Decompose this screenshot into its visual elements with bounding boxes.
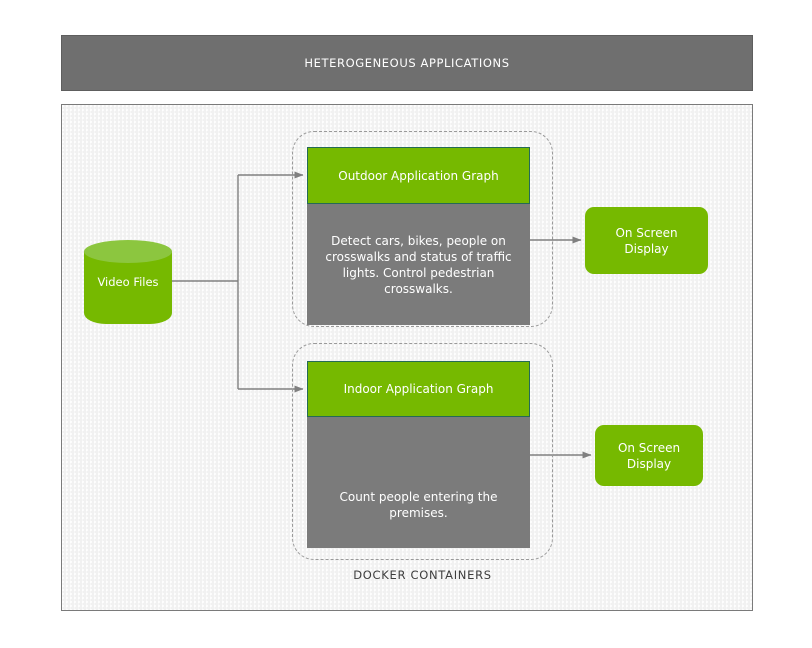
osd-outdoor-line1: On Screen	[615, 225, 678, 240]
cylinder-top-shape	[84, 240, 172, 263]
outdoor-application-title: Outdoor Application Graph	[338, 168, 499, 183]
outdoor-application-node[interactable]: Outdoor Application Graph Detect cars, b…	[307, 147, 530, 325]
indoor-application-node[interactable]: Indoor Application Graph Count people en…	[307, 361, 530, 548]
indoor-application-title-bar: Indoor Application Graph	[307, 361, 530, 417]
indoor-application-title: Indoor Application Graph	[343, 382, 494, 396]
osd-outdoor-line2: Display	[624, 241, 669, 256]
page-title: HETEROGENEOUS APPLICATIONS	[304, 56, 510, 70]
indoor-application-body: Count people entering the premises.	[307, 417, 530, 548]
outdoor-application-title-bar: Outdoor Application Graph	[307, 147, 530, 204]
outdoor-application-body: Detect cars, bikes, people on crosswalks…	[307, 204, 530, 325]
video-files-label: Video Files	[97, 274, 159, 289]
docker-container-outdoor	[292, 131, 553, 327]
video-files-node[interactable]: Video Files	[84, 240, 172, 324]
osd-indoor-line1: On Screen	[617, 440, 681, 455]
docker-containers-label: DOCKER CONTAINERS	[353, 568, 492, 582]
osd-indoor-line2: Display	[626, 456, 672, 471]
docker-container-indoor	[292, 343, 553, 560]
outdoor-application-description: Detect cars, bikes, people on crosswalks…	[325, 233, 512, 296]
header-bar: HETEROGENEOUS APPLICATIONS	[61, 35, 753, 91]
indoor-application-description: Count people entering the premises.	[339, 489, 498, 520]
